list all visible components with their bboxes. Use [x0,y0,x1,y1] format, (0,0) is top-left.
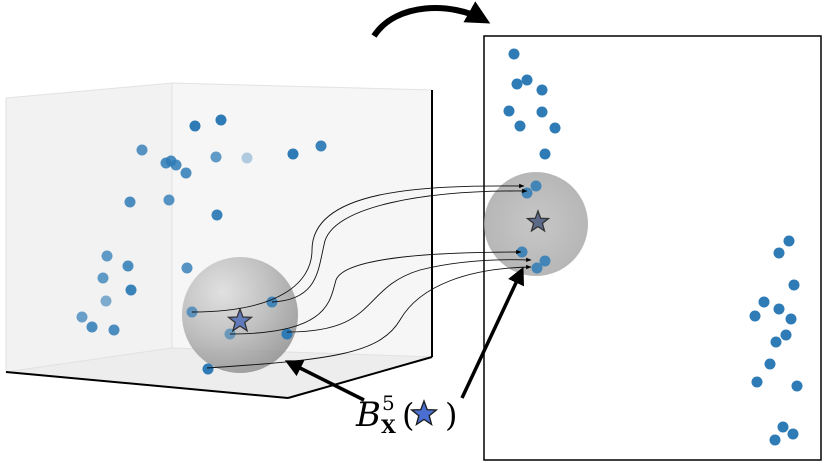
embedded-point [788,279,800,291]
data-point [122,260,134,272]
data-point [100,295,112,307]
neighbor-point [281,328,293,340]
embedded-point [549,122,561,134]
label-subscript: X [381,416,396,438]
data-point [86,321,98,333]
data-point [241,152,253,164]
embedded-point [773,247,785,259]
label-superscript: 5 [382,391,395,415]
embedded-point [508,48,520,60]
embedded-point [770,336,782,348]
mapping-curve [229,249,522,335]
embedded-point [777,421,789,433]
mapping-curve [271,188,528,303]
data-point [211,209,223,221]
mapping-curve [286,257,532,333]
embedded-point [521,74,533,86]
data-point [210,151,222,163]
embedded-point [536,84,548,96]
data-point [287,148,299,160]
label-star-icon [409,399,439,426]
embedded-neighbor-point [521,187,533,199]
embedded-point [536,106,548,118]
query-star-icon-embedded [525,209,551,233]
data-point [163,194,175,206]
label-script-b: B [355,395,381,435]
data-point [181,262,193,274]
neighborhood-label: B 5 X ( ) [355,391,457,438]
embedded-point [758,296,770,308]
data-point [189,120,201,132]
data-point [215,114,227,126]
embedded-point [773,303,785,315]
embedded-neighbor-point [516,246,528,258]
cube-edge-bottom-right [287,356,433,399]
embedded-point [780,329,792,341]
embedded-point [764,358,776,370]
embedded-point [751,376,763,388]
data-point [125,284,137,296]
label-arrow-to-disc [460,266,524,399]
embedded-point [783,235,795,247]
embedded-neighbor-point [530,180,542,192]
data-point [170,159,182,171]
embedded-point [769,434,781,446]
cube-edge-bottom-left [5,371,289,399]
sphere-points [186,296,293,375]
left-point-cloud [76,114,327,336]
embedded-point [785,313,797,325]
data-point [315,140,327,152]
embedded-point [539,148,551,160]
label-arrow-to-sphere [284,360,365,402]
curved-arrow-icon [371,1,491,38]
query-star-icon [226,307,254,333]
data-point [136,144,148,156]
embedded-point [749,310,761,322]
embedded-point [791,380,803,392]
embedded-point [514,120,526,132]
neighbor-point [202,363,214,375]
data-point [97,272,109,284]
data-point [76,311,88,323]
embedded-neighbor-point [531,262,543,274]
label-open-paren: ( [402,396,414,434]
embedded-point [503,105,515,117]
embedded-neighbor-point [539,255,551,267]
embedded-point [787,428,799,440]
data-point [124,196,136,208]
mapping-curve [191,183,525,313]
label-close-paren: ) [445,396,457,434]
data-point [108,324,120,336]
embedded-point [511,78,523,90]
data-point [101,250,113,262]
right-point-cloud [503,48,803,446]
data-point [180,167,192,179]
